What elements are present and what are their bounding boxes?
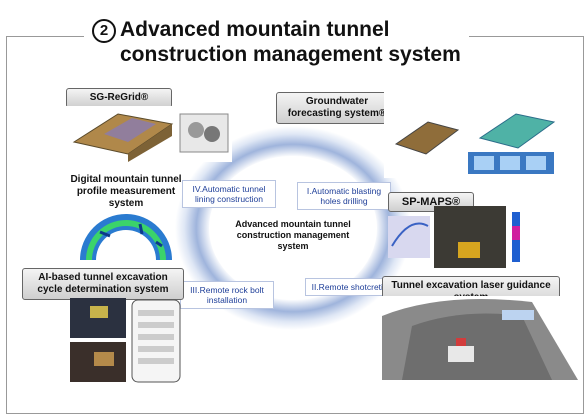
ring-label-iv: IV.Automatic tunnel lining construction — [182, 180, 276, 208]
laser-guidance-figure — [382, 296, 578, 380]
ring-label-iii: III.Remote rock bolt installation — [180, 281, 274, 309]
title-line-2: construction management system — [120, 43, 461, 66]
groundwater-figure — [384, 92, 578, 178]
tunnel-profile-figure — [80, 214, 172, 260]
ring-label-i: I.Automatic blasting holes drilling — [297, 182, 391, 210]
sp-maps-figure — [388, 206, 520, 268]
circled-number: 2 — [92, 19, 116, 43]
center-label: Advanced mountain tunnel construction ma… — [235, 219, 351, 251]
sg-regrid-figure — [62, 106, 232, 162]
ai-cycle-figure — [70, 298, 181, 383]
digital-profile-label: Digital mountain tunnel profile measurem… — [70, 174, 182, 209]
groundwater-label: Groundwater forecasting system® — [276, 92, 398, 124]
sg-regrid-label: SG-ReGrid® — [66, 88, 172, 108]
ai-cycle-label: AI-based tunnel excavation cycle determi… — [22, 268, 184, 300]
